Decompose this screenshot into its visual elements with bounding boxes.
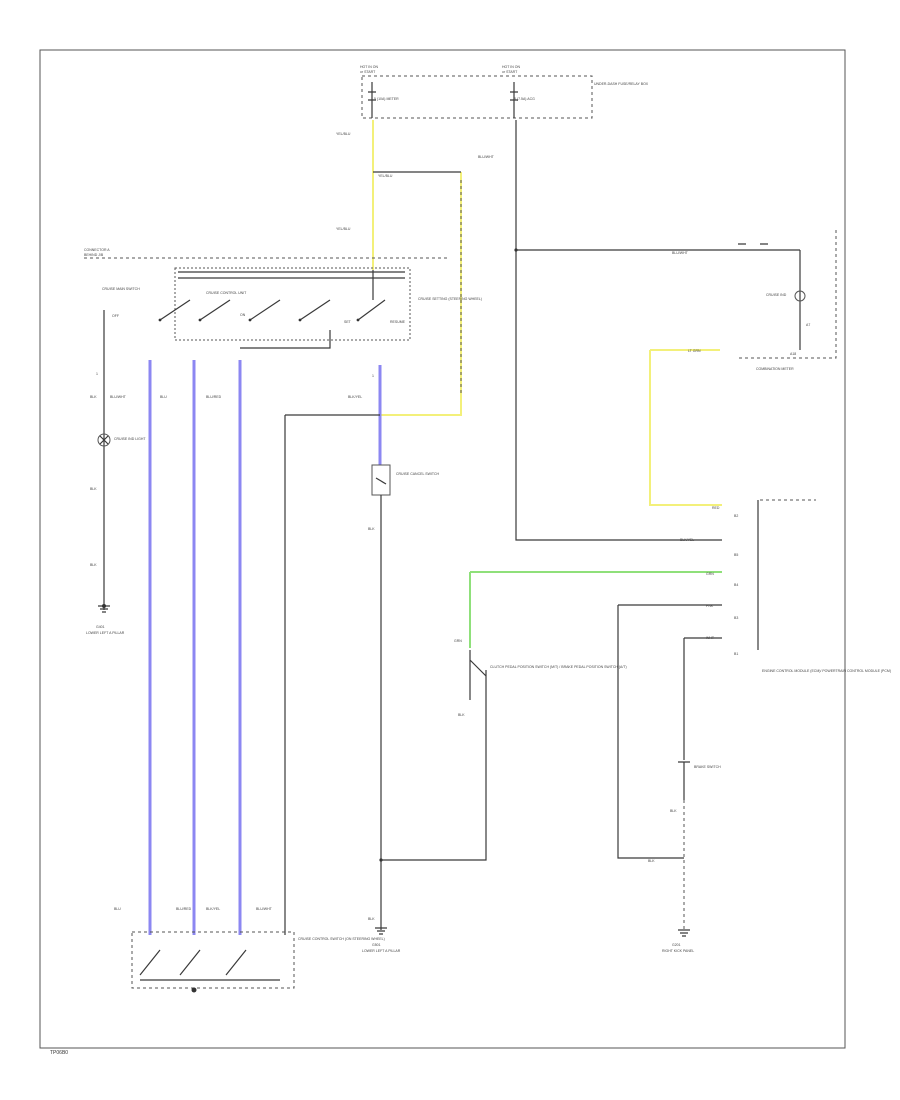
label-blk-mid: BLK/YEL (348, 395, 362, 399)
clutch-pedal-switch: GRN CLUTCH PEDAL POSITION SWITCH (M/T) /… (454, 571, 722, 717)
pcm-connector: RED B2 BLK/YEL B5 GRN B4 PNK B3 WHT B1 E… (680, 499, 891, 673)
cruise-indicator-branch: 1 BLK BLU/WHT CRUISE IND LIGHT BLK BLK G… (86, 310, 146, 635)
clutch-switch-label: CLUTCH PEDAL POSITION SWITCH (M/T) / BRA… (490, 665, 627, 669)
label-blk-yel-right: BLK/YEL (680, 538, 694, 542)
cruise-main-switch: CRUISE MAIN SWITCH CRUISE CONTROL UNIT C… (102, 267, 482, 349)
cruise-main-switch-label: CRUISE MAIN SWITCH (102, 287, 140, 291)
label-blu-red: BLU/RED (206, 395, 222, 399)
fuse-left-title: HOT IN ON (360, 65, 378, 69)
fuse-right-title: HOT IN ON (502, 65, 520, 69)
pin-b3: B3 (734, 616, 738, 620)
label-blu-wht-bot: BLU/WHT (256, 907, 273, 911)
label-blk-left-3: BLK (90, 563, 97, 567)
fuse-right-fuse: 8 (7.5A) ACG (514, 97, 535, 101)
label-blu-1: BLU (160, 395, 167, 399)
label-yel-blu-3: YEL/BLU (336, 227, 351, 231)
wire-wht-down (683, 637, 722, 760)
switch-off-label: OFF (112, 314, 119, 318)
ground-g501: G501 (372, 943, 381, 947)
fuse-right-sub: or START (502, 70, 518, 74)
label-yel-blu-2: YEL/BLU (378, 174, 393, 178)
label-ltgrn: LT GRN (688, 349, 701, 353)
wire-yellow-pcm (649, 350, 722, 506)
indicator-label: CRUISE IND LIGHT (114, 437, 146, 441)
label-pnk: PNK (706, 604, 714, 608)
label-blu-wht-top: BLU/WHT (478, 155, 495, 159)
brake-switch: BRAKE SWITCH BLK BLK G201 RIGHT KICK PAN… (648, 761, 721, 953)
label-blu-wht-right: BLU/WHT (672, 251, 689, 255)
cruise-control-unit-label: CRUISE CONTROL UNIT (206, 291, 247, 295)
footer-code: TP06B0 (50, 1050, 68, 1056)
wire-pnk-loop (617, 604, 722, 859)
label-blu-wht-left: BLU/WHT (110, 395, 127, 399)
wire-blk-right-main (515, 120, 722, 541)
cruise-ctrl-switch-label: CRUISE CONTROL SWITCH (ON STEERING WHEEL… (298, 937, 385, 941)
connector-sub: BEHIND J/B (84, 253, 104, 257)
label-grn: GRN (454, 639, 462, 643)
label-blu-bot: BLU (114, 907, 121, 911)
fuse-box-name: UNDER-DASH FUSE/RELAY BOX (594, 82, 649, 86)
switch-resume-label: RESUME (390, 320, 406, 324)
combination-meter: BLU/WHT CRUISE IND A7 A18 COMBINATION ME… (672, 230, 837, 371)
ground-g201-sub: RIGHT KICK PANEL (662, 949, 694, 953)
cruise-cancel-label: CRUISE CANCEL SWITCH (396, 472, 440, 476)
pin-b1: B1 (734, 652, 738, 656)
wire-yellow-branch (380, 172, 462, 416)
label-blk-brake-2: BLK (648, 859, 655, 863)
ground-g501-sub: LOWER LEFT A PILLAR (362, 949, 401, 953)
cruise-control-switch-bottom: BLU BLU/RED BLK/YEL BLU/WHT CRUISE CONTR… (114, 907, 385, 993)
label-blk-bot-center: BLK (368, 917, 375, 921)
cruise-cancel-switch: CRUISE CANCEL SWITCH (371, 464, 440, 496)
label-blk-center: BLK (368, 527, 375, 531)
fuse-left-sub: or START (360, 70, 376, 74)
pin-1b-label: 1 (372, 374, 374, 378)
label-blk-bot: BLK/YEL (206, 907, 220, 911)
label-yel-blu-1: YEL/BLU (336, 132, 351, 136)
pin-a7: A7 (806, 323, 810, 327)
cruise-ind-label: CRUISE IND (766, 293, 787, 297)
pin-a18: A18 (790, 352, 796, 356)
label-blk-left-1: BLK (90, 395, 97, 399)
cruise-sub-label: CRUISE SETTING (STEERING WHEEL) (418, 297, 482, 301)
connector-title: CONNECTOR A (84, 248, 110, 252)
pin-b2: B2 (734, 514, 738, 518)
label-red: RED (712, 506, 720, 510)
diagram-border (39, 49, 846, 1049)
ground-g401-sub: LOWER LEFT A PILLAR (86, 631, 125, 635)
switch-set-label: SET (344, 320, 352, 324)
label-blk-clutch: BLK (458, 713, 465, 717)
label-blu-red-bot: BLU/RED (176, 907, 192, 911)
pin-b4: B4 (734, 583, 738, 587)
pin-1-label: 1 (96, 372, 98, 376)
pin-b5: B5 (734, 553, 738, 557)
pcm-label: ENGINE CONTROL MODULE (ECM)/ POWERTRAIN … (762, 669, 891, 673)
switch-on-label: ON (240, 313, 246, 317)
label-grn-right: GRN (706, 572, 714, 576)
brake-switch-label: BRAKE SWITCH (694, 765, 721, 769)
wire-to-clutch (381, 670, 487, 861)
label-blk-brake: BLK (670, 809, 677, 813)
label-blk-left-2: BLK (90, 487, 97, 491)
fuse-relay-box: HOT IN ON or START 5 (10A) METER HOT IN … (360, 65, 649, 119)
combination-meter-label: COMBINATION METER (756, 367, 794, 371)
ground-g401: G401 (96, 625, 105, 629)
fuse-left-fuse: 5 (10A) METER (374, 97, 399, 101)
ground-g201: G201 (672, 943, 681, 947)
